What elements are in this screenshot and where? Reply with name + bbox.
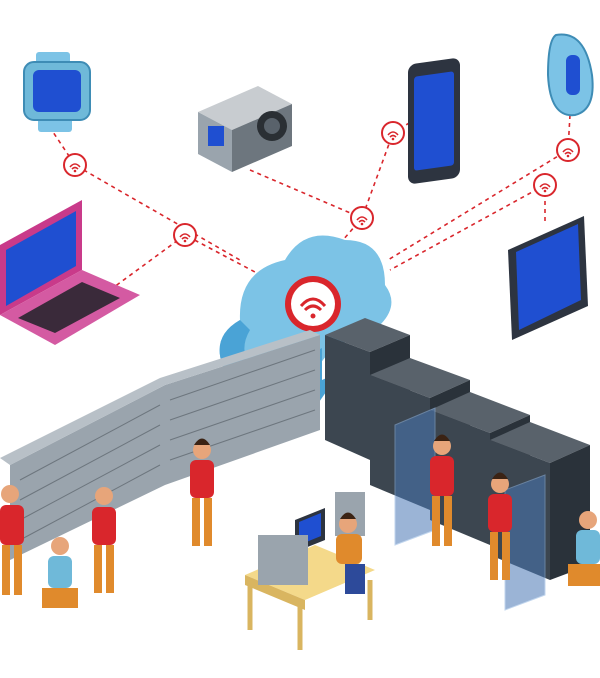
wifi-badges	[63, 121, 580, 247]
technician	[568, 511, 600, 586]
smartwatch-icon	[23, 52, 91, 132]
technician	[92, 487, 116, 593]
laptop-icon	[0, 200, 140, 345]
server-row-left	[0, 330, 320, 560]
technician	[42, 537, 78, 608]
wifi-badge-icon	[173, 223, 197, 247]
technician	[488, 472, 512, 580]
technician	[430, 434, 454, 546]
wifi-badge-icon	[533, 173, 557, 197]
wifi-badge-icon	[63, 153, 87, 177]
tablet-icon	[508, 216, 588, 340]
rack-door	[504, 474, 546, 611]
wifi-badge-icon	[556, 138, 580, 162]
fitness-band-icon	[546, 33, 594, 117]
wifi-badge-icon	[350, 206, 374, 230]
technician	[190, 438, 214, 546]
action-camera-icon	[198, 86, 292, 172]
technician	[336, 512, 365, 594]
smartphone-icon	[408, 58, 460, 184]
technician	[0, 485, 24, 595]
rack-door	[394, 407, 436, 546]
wifi-badge-icon	[381, 121, 405, 145]
technicians	[0, 434, 600, 608]
